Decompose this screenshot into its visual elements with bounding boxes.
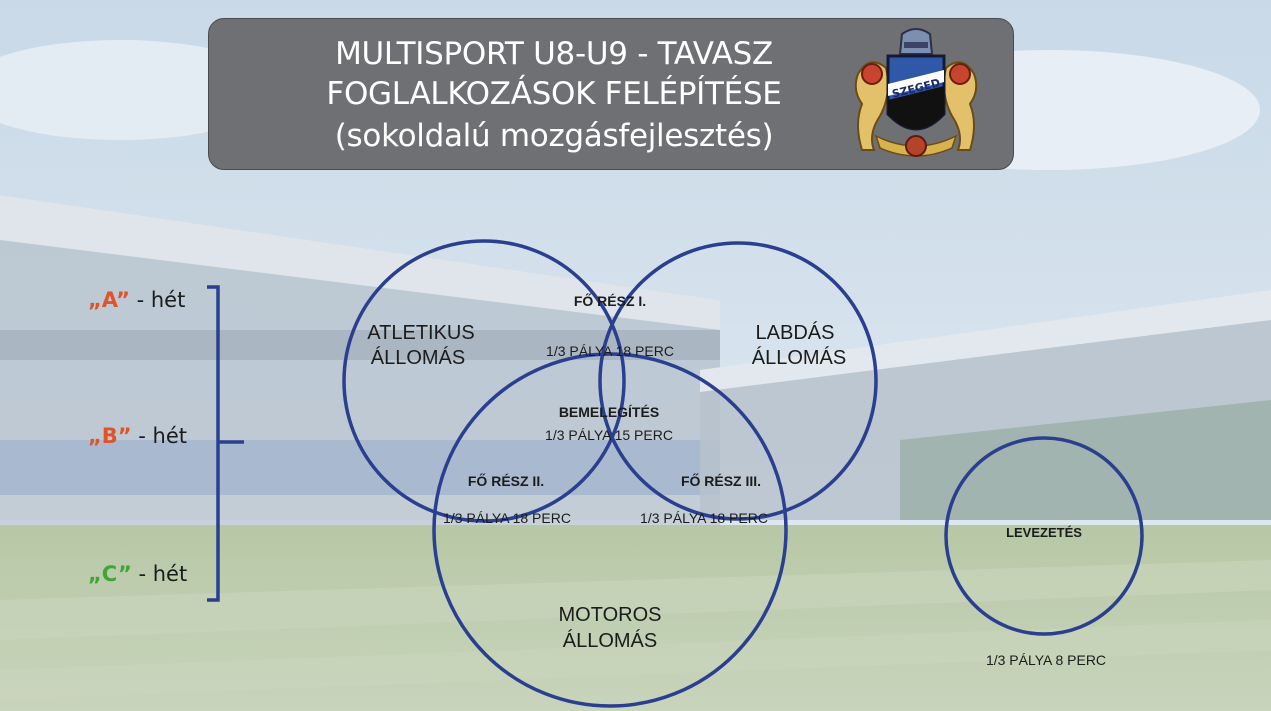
motoros-line-1: MOTOROS: [559, 604, 662, 626]
week-b-label: „B” - hét: [88, 424, 187, 448]
atletikus-line-2: ÁLLOMÁS: [371, 346, 465, 369]
levezetes-title: LEVEZETÉS: [1006, 525, 1082, 540]
circle-motoros: [432, 352, 788, 708]
title-line-1: MULTISPORT U8-U9 - TAVASZ: [335, 36, 773, 72]
circle-labdas: [598, 241, 878, 521]
bemelegites-title: BEMELEGÍTÉS: [559, 404, 659, 420]
fo-resz-3-detail: 1/3 PÁLYA 18 PERC: [640, 510, 768, 526]
levezetes-detail: 1/3 PÁLYA 8 PERC: [986, 652, 1106, 668]
bemelegites-detail: 1/3 PÁLYA 15 PERC: [545, 427, 673, 443]
fo-resz-1-detail: 1/3 PÁLYA 18 PERC: [546, 343, 674, 359]
week-b-suffix: - hét: [131, 424, 188, 448]
title-line-2: FOGLALKOZÁSOK FELÉPÍTÉSE: [326, 76, 782, 112]
title-line-3: (sokoldalú mozgásfejlesztés): [334, 118, 774, 154]
week-b-letter: „B”: [88, 424, 132, 448]
club-crest-logo: SZEGED: [854, 28, 978, 157]
circle-levezetes: [944, 436, 1144, 636]
labdas-line-2: ÁLLOMÁS: [752, 346, 846, 369]
week-a-letter: „A”: [88, 288, 130, 312]
motoros-line-2: ÁLLOMÁS: [563, 629, 657, 652]
labdas-line-1: LABDÁS: [756, 321, 835, 344]
fo-resz-2-detail: 1/3 PÁLYA 18 PERC: [443, 510, 571, 526]
fo-resz-3-title: FŐ RÉSZ III.: [681, 472, 761, 489]
week-c-letter: „C”: [88, 562, 132, 586]
week-c-suffix: - hét: [131, 562, 188, 586]
week-a-suffix: - hét: [129, 288, 186, 312]
circle-atletikus: [342, 239, 626, 523]
week-a-label: „A” - hét: [88, 288, 185, 312]
atletikus-line-1: ATLETIKUS: [367, 322, 474, 344]
fo-resz-2-title: FŐ RÉSZ II.: [468, 472, 544, 489]
fo-resz-1-title: FŐ RÉSZ I.: [574, 292, 646, 309]
week-bracket: [207, 285, 244, 602]
week-c-label: „C” - hét: [88, 562, 187, 586]
